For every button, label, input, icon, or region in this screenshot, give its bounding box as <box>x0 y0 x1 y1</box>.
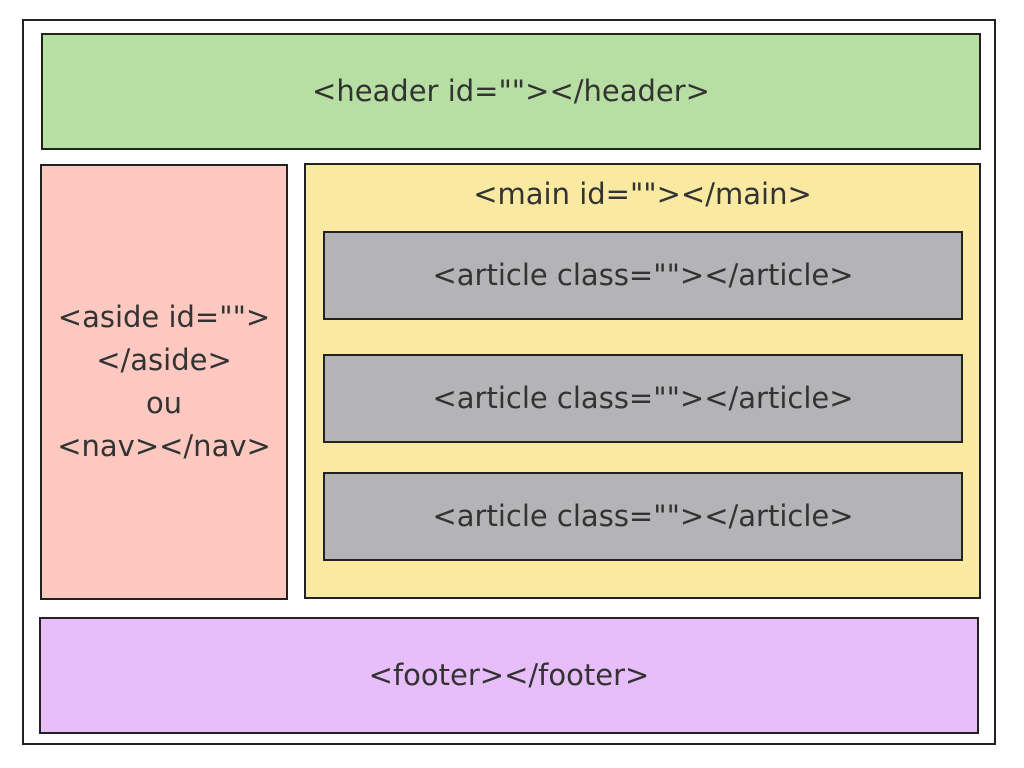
article-label: <article class=""></article> <box>432 258 854 293</box>
article-block-1: <article class=""></article> <box>323 231 963 320</box>
aside-open-tag: <aside id=""> <box>57 300 271 334</box>
header-block: <header id=""></header> <box>41 33 981 150</box>
aside-nav-block: <aside id=""> </aside> ou <nav></nav> <box>40 164 288 600</box>
article-label: <article class=""></article> <box>432 381 854 416</box>
aside-close-tag: </aside> <box>96 343 232 377</box>
aside-or-text: ou <box>145 386 183 420</box>
main-label: <main id=""></main> <box>473 177 812 211</box>
footer-label: <footer></footer> <box>368 658 650 693</box>
footer-block: <footer></footer> <box>39 617 979 734</box>
article-block-3: <article class=""></article> <box>323 472 963 561</box>
article-label: <article class=""></article> <box>432 499 854 534</box>
header-label: <header id=""></header> <box>312 74 710 109</box>
article-block-2: <article class=""></article> <box>323 354 963 443</box>
nav-tag: <nav></nav> <box>57 429 271 463</box>
